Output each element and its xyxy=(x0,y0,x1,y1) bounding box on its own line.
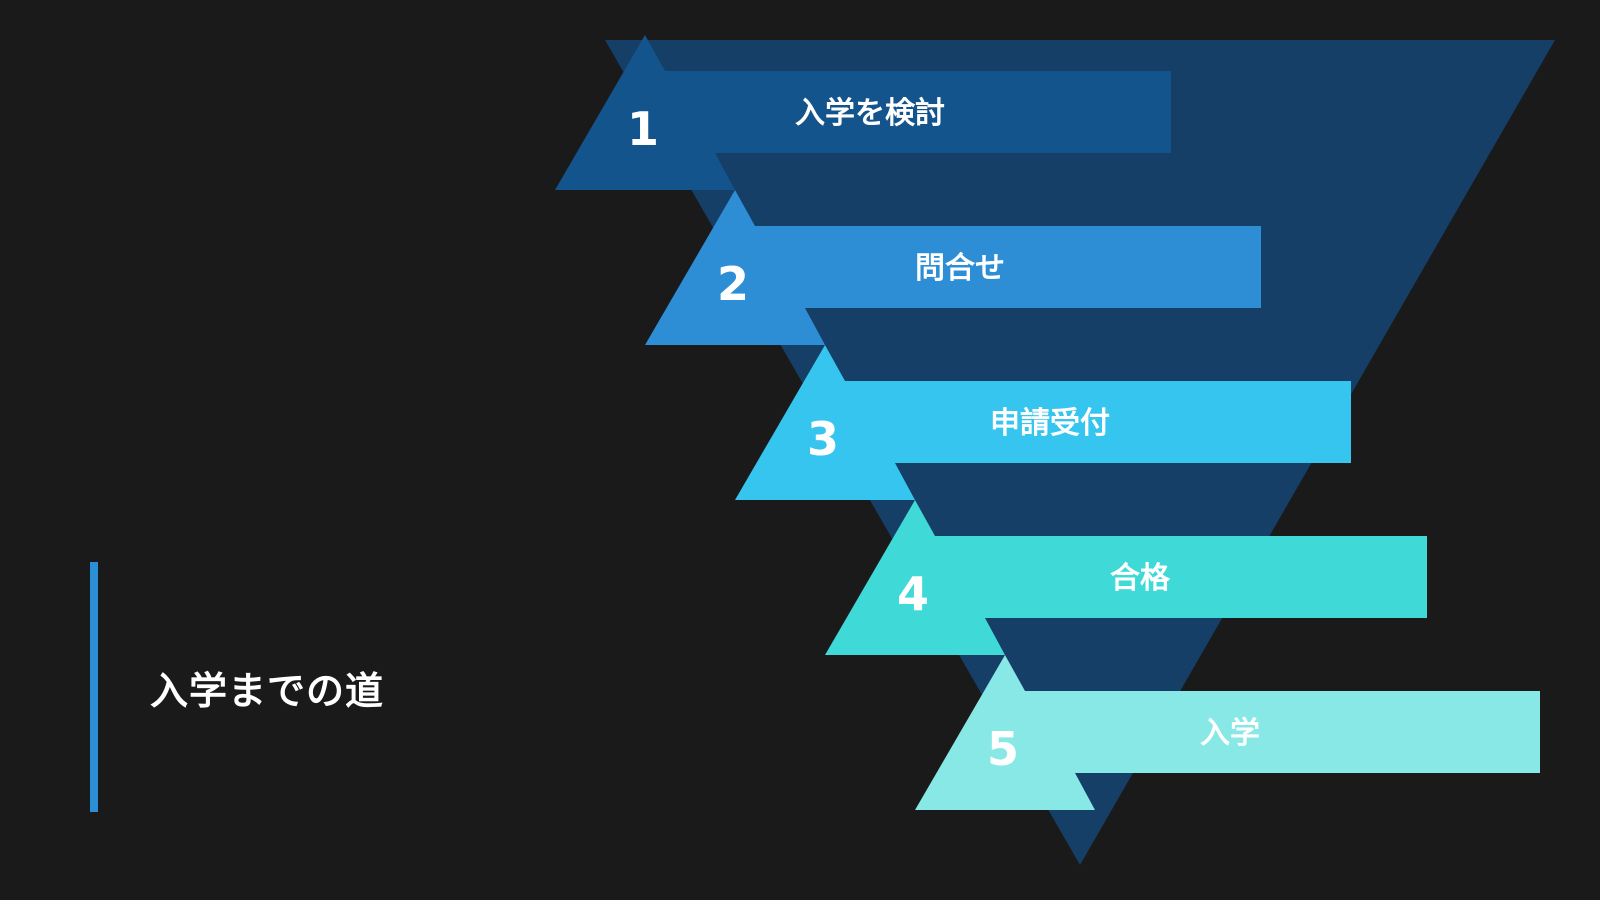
step-number: 2 xyxy=(717,257,749,311)
step-number: 1 xyxy=(627,102,659,156)
funnel-step-4: 4 合格 xyxy=(825,500,1427,655)
step-number: 4 xyxy=(897,567,929,621)
funnel-step-5: 5 入学 xyxy=(915,655,1540,810)
funnel-step-3: 3 申請受付 xyxy=(735,345,1351,500)
funnel-steps: 1 入学を検討 2 問合せ 3 申請受付 4 合格 5 入学 xyxy=(555,35,1540,810)
step-number: 5 xyxy=(987,722,1019,776)
step-arrow-shape xyxy=(555,35,1171,190)
step-label: 入学を検討 xyxy=(795,96,945,131)
step-arrow-shape xyxy=(735,345,1351,500)
funnel-step-1: 1 入学を検討 xyxy=(555,35,1171,190)
step-arrow-shape xyxy=(645,190,1261,345)
funnel-step-2: 2 問合せ xyxy=(645,190,1261,345)
step-label: 合格 xyxy=(1110,561,1171,596)
step-label: 申請受付 xyxy=(990,406,1110,441)
title-accent-bar xyxy=(90,562,98,812)
step-number: 3 xyxy=(807,412,839,466)
step-arrow-shape xyxy=(915,655,1540,810)
step-arrow-shape xyxy=(825,500,1427,655)
slide-title: 入学までの道 xyxy=(150,669,385,713)
step-label: 入学 xyxy=(1200,716,1260,751)
step-label: 問合せ xyxy=(915,251,1005,286)
